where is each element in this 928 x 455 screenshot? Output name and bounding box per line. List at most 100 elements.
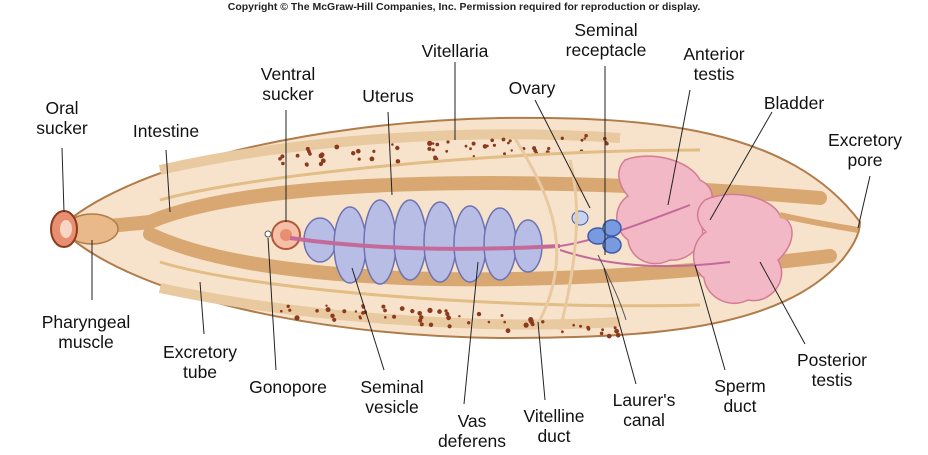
vitellaria-dot: [431, 142, 435, 145]
vitellaria-dot: [482, 144, 488, 149]
ventral-sucker-inner: [280, 229, 292, 241]
label-intestine: Intestine: [132, 121, 200, 141]
vitellaria-dot: [492, 143, 496, 147]
vitellaria-dot: [561, 330, 564, 334]
leader-lines: [61, 62, 871, 405]
vitellaria-dot: [384, 316, 387, 319]
vitellaria-dot: [472, 155, 475, 158]
seminal-receptacle: [571, 210, 589, 226]
vitellaria-dot: [445, 311, 450, 317]
vitellaria-dot: [601, 328, 604, 332]
vitellaria-dot: [613, 326, 617, 330]
copyright-notice: Copyright © The McGraw-Hill Companies, I…: [227, 1, 701, 13]
vitellaria-dot: [357, 157, 361, 161]
vitellaria-dot: [615, 330, 619, 334]
vitellaria-dot: [419, 322, 424, 327]
seminal-vesicle: [289, 236, 561, 251]
vitellaria-dot: [281, 161, 285, 166]
vitellaria-dot: [476, 311, 482, 317]
vitellaria-dots: [278, 133, 621, 339]
vitellaria-dot: [395, 145, 400, 151]
vitellaria-dot: [605, 142, 609, 146]
vitellaria-dot: [606, 333, 612, 339]
vitellaria-dot: [305, 163, 309, 167]
vitellaria-dot: [294, 315, 300, 321]
vitellaria-dot: [391, 143, 394, 146]
vitellaria-dot: [437, 309, 442, 314]
label-uterus: Uterus: [362, 86, 414, 106]
vitellaria-dot: [547, 146, 551, 151]
gonopore: [264, 230, 272, 238]
vitellaria-dot: [315, 309, 319, 313]
vitellaria-dot: [392, 314, 397, 319]
vitellaria-dot: [356, 148, 361, 154]
vitellaria-dot: [354, 310, 358, 313]
vitellaria-dot: [334, 144, 340, 150]
vitellaria-dot: [446, 315, 451, 321]
bladder: [779, 212, 859, 233]
vitellaria-dot: [332, 317, 337, 322]
vitellaria-band-top: [158, 129, 621, 175]
vitellaria-dot: [351, 151, 356, 156]
vitellaria-dot: [508, 139, 512, 143]
vitellaria-dot: [583, 137, 586, 140]
vitellaria-dot: [288, 308, 292, 312]
vitellaria-dot: [503, 320, 507, 324]
vitellaria-dot: [320, 158, 326, 164]
vitellaria-dot: [580, 138, 584, 142]
vitellaria-dot: [427, 307, 433, 313]
vitellaria-dot: [395, 159, 401, 164]
vitellaria-dot: [383, 308, 387, 313]
vitellaria-dot: [584, 133, 588, 138]
vitellaria-dot: [599, 331, 604, 336]
ovary: [587, 219, 622, 254]
vitellaria-dot: [458, 315, 461, 318]
vitellaria-dot: [507, 141, 510, 145]
vitellaria-dot: [467, 321, 471, 325]
vitellaria-dot: [280, 154, 285, 159]
vitellaria-dot: [319, 152, 325, 158]
label-bladder: Bladder: [763, 93, 825, 113]
vitellaria-dot: [444, 309, 448, 313]
vitellaria-dot: [447, 324, 452, 329]
vitellaria-dot: [505, 328, 511, 334]
vitellaria-dot: [486, 144, 489, 148]
vitellaria-dot: [510, 149, 513, 152]
vitellaria-dot: [530, 322, 535, 327]
vitellaria-dot: [541, 320, 545, 324]
vitellaria-dot: [330, 313, 335, 318]
oral-sucker-inner: [60, 220, 72, 238]
vitellaria-dot: [469, 147, 472, 151]
vitellaria-dot: [359, 316, 362, 320]
vitellaria-dot: [410, 309, 415, 314]
label-vitellaria: Vitellaria: [421, 41, 489, 61]
vitellaria-dot: [446, 140, 450, 144]
label-gonopore: Gonopore: [249, 377, 327, 397]
vitellaria-dot: [427, 146, 432, 151]
vitellaria-dot: [490, 138, 495, 143]
vitellaria-dot: [445, 149, 449, 153]
vitellaria-dot: [295, 153, 300, 158]
vitellaria-dot: [435, 142, 440, 147]
laurers-canal: [597, 254, 627, 321]
vitellaria-dot: [325, 304, 328, 307]
vitellaria-dot: [372, 149, 376, 153]
vitellaria-dot: [325, 307, 331, 313]
vitellaria-dot: [381, 304, 386, 309]
vitellaria-dot: [586, 327, 591, 331]
posterior-testis: [693, 193, 793, 305]
vitellaria-dot: [523, 322, 529, 328]
vitellaria-dot: [500, 314, 504, 317]
vitellaria-dot: [471, 141, 476, 146]
vitellaria-dot: [427, 140, 433, 146]
